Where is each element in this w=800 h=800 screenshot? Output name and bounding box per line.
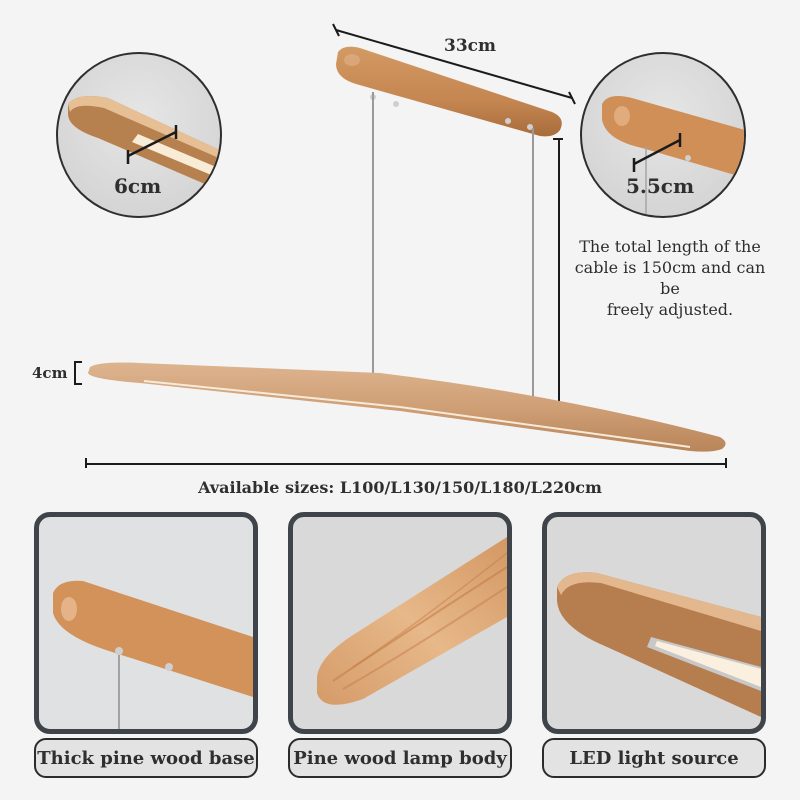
- feature-caption-wood-base: Thick pine wood base: [34, 738, 258, 778]
- feature-panel-lamp-body: [288, 512, 512, 734]
- feature-panel-led-source: [542, 512, 766, 734]
- cable-note-line-2: cable is 150cm and can be: [574, 258, 766, 298]
- thickness-bracket-bottom: [74, 383, 82, 385]
- thickness-bracket: [74, 361, 76, 385]
- length-tick-left: [85, 458, 87, 468]
- canopy-length-dimension-line: [332, 23, 576, 105]
- wood-grain-closeup-icon: [317, 537, 507, 705]
- length-tick-right: [725, 458, 727, 468]
- feature-panel-wood-base: [34, 512, 258, 734]
- available-sizes-label: Available sizes: L100/L130/150/L180/L220…: [198, 478, 602, 497]
- led-strip-closeup-icon: [557, 572, 761, 717]
- cable-note-line-1: The total length of the: [579, 237, 761, 256]
- cable-note-line-3: freely adjusted.: [606, 300, 734, 319]
- suspension-cable-right: [532, 128, 534, 406]
- overall-length-dimension-line: [86, 463, 727, 465]
- canopy-width-label: 5.5cm: [626, 174, 695, 198]
- detail-circle-canopy-width: 5.5cm: [580, 52, 746, 218]
- canopy-length-label: 33cm: [444, 36, 496, 56]
- body-width-label: 6cm: [114, 174, 162, 198]
- cable-dimension-tick-top: [553, 138, 563, 140]
- cable-length-note: The total length of the cable is 150cm a…: [568, 236, 772, 320]
- suspension-cable-left: [372, 92, 374, 390]
- lamp-body-illustration: [88, 362, 726, 452]
- canopy-width-dimension-line: [632, 133, 682, 172]
- detail-circle-body-width: 6cm: [56, 52, 222, 218]
- feature-caption-lamp-body: Pine wood lamp body: [288, 738, 512, 778]
- canopy-illustration: [336, 46, 562, 137]
- body-width-dimension-line: [126, 125, 178, 164]
- thickness-bracket-top: [74, 361, 82, 363]
- feature-caption-led-source: LED light source: [542, 738, 766, 778]
- body-end-closeup-icon: [68, 96, 220, 191]
- cable-length-dimension-line: [558, 138, 560, 408]
- wood-base-closeup-icon: [53, 580, 253, 729]
- body-thickness-label: 4cm: [32, 364, 68, 382]
